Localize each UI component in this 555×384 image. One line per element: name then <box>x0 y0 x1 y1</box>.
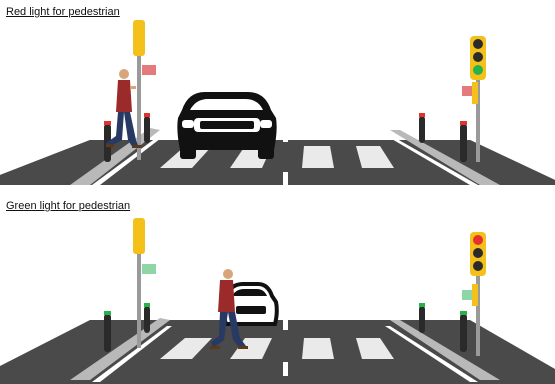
bollard <box>144 113 150 143</box>
bollard <box>419 113 425 143</box>
light-amber <box>473 52 483 62</box>
lane-marking <box>283 128 288 142</box>
push-button-box <box>472 284 478 306</box>
bollard <box>460 121 467 162</box>
pedestrian-signal-green <box>142 264 156 274</box>
bollard <box>104 311 111 352</box>
signal-pole <box>137 248 141 348</box>
panel-green-for-pedestrian: Green light for pedestrian <box>0 194 555 384</box>
bollard <box>144 303 150 333</box>
light-red <box>473 235 483 245</box>
pedestrian-signal-red <box>142 65 156 75</box>
crossing-scene <box>0 194 555 384</box>
light-green <box>473 261 483 271</box>
zebra-stripe <box>302 338 334 359</box>
signal-pole <box>137 50 141 160</box>
light-amber <box>473 248 483 258</box>
zebra-stripe <box>302 146 334 168</box>
bollard <box>419 303 425 333</box>
light-red <box>473 39 483 49</box>
car <box>177 92 276 159</box>
pedestrian-waiting <box>106 69 141 148</box>
light-green <box>473 65 483 75</box>
crossing-scene <box>0 0 555 190</box>
signal-housing <box>133 218 145 254</box>
signal-housing <box>133 20 145 56</box>
bollard <box>460 311 467 352</box>
lane-marking <box>283 362 288 376</box>
push-button-box <box>472 82 478 104</box>
lane-marking <box>283 316 288 330</box>
panel-red-for-pedestrian: Red light for pedestrian <box>0 0 555 190</box>
lane-marking <box>283 172 288 186</box>
